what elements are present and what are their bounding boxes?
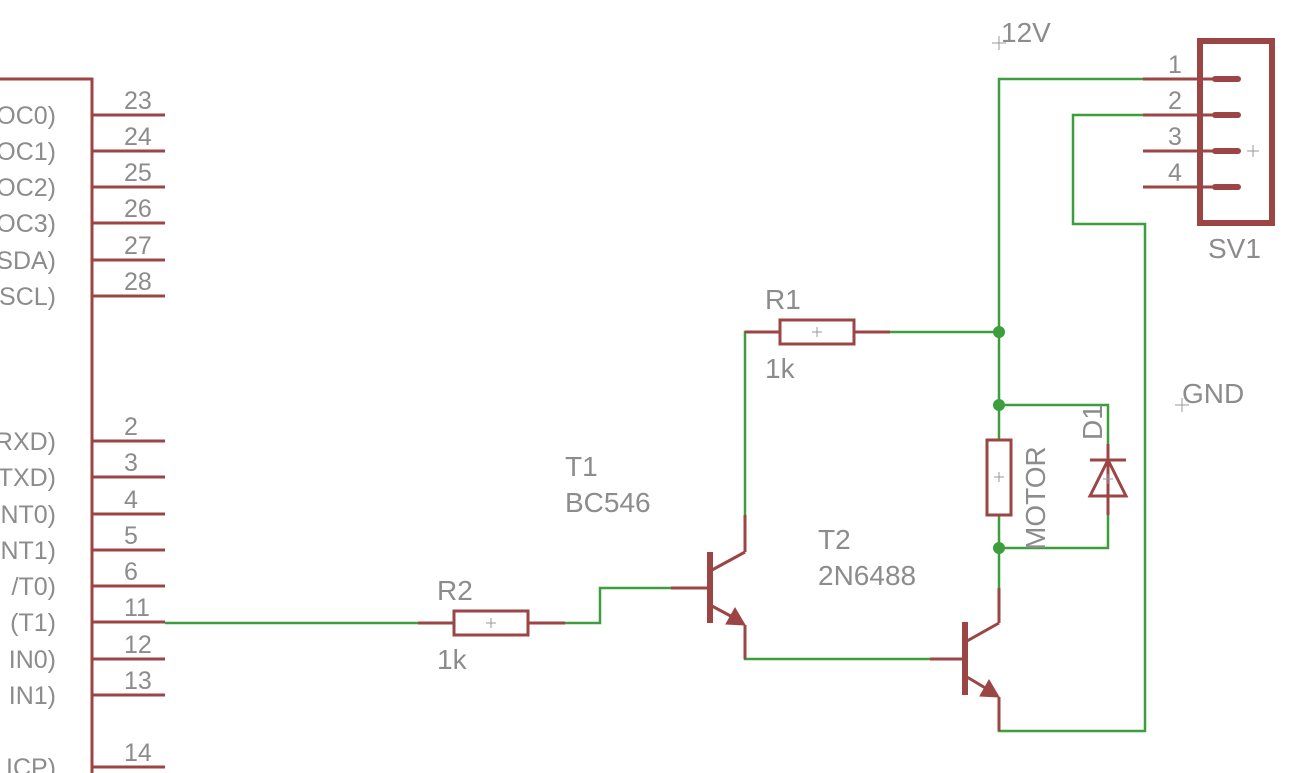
supply-gnd: GND xyxy=(1175,378,1244,412)
mcu-pin-28: 28 SCL) xyxy=(0,268,165,311)
pin-number: 2 xyxy=(1168,87,1182,115)
sv1-body xyxy=(1197,38,1275,226)
pin-number: 11 xyxy=(124,594,150,622)
wire-r2-t1-base xyxy=(565,586,671,625)
r2-label: R2 xyxy=(437,575,473,606)
motor-label: MOTOR xyxy=(1020,446,1051,550)
sv1-pin-2: 2 xyxy=(1143,87,1241,118)
mcu-pin-26: 26 OC3) xyxy=(0,195,165,238)
pin-name: IN0) xyxy=(9,646,56,674)
pin-number: 4 xyxy=(1168,159,1182,187)
mcu-pin-3: 3 TXD) xyxy=(0,449,165,492)
mcu-pin-13: 13 IN1) xyxy=(9,667,165,710)
mcu-pin-4: 4 NT0) xyxy=(0,486,165,529)
pin-name: NT1) xyxy=(0,537,56,565)
t2-emitter-arrow xyxy=(979,678,1000,698)
pin-name: /T0) xyxy=(12,573,56,601)
mcu-pin-27: 27 SDA) xyxy=(0,232,165,275)
gnd-label: GND xyxy=(1182,378,1244,409)
pin-number: 14 xyxy=(124,739,152,767)
vcc-label: 12V xyxy=(1001,17,1051,48)
wire-diode-motor-bottom xyxy=(999,515,1110,550)
pin-name: RXD) xyxy=(0,428,56,456)
mcu-pin-5: 5 NT1) xyxy=(0,522,165,565)
pin-number: 6 xyxy=(124,558,138,586)
t1-emitter-arrow xyxy=(725,606,746,626)
wire-t2-emitter-gnd xyxy=(997,113,1147,733)
mcu-pin-12: 12 IN0) xyxy=(9,631,165,674)
pin-name: OC3) xyxy=(0,210,56,238)
pin-name: OC0) xyxy=(0,102,56,130)
mcu-pin-23: 23 OC0) xyxy=(0,87,165,130)
t1-value: BC546 xyxy=(565,487,651,518)
mcu-pin-24: 24 OC1) xyxy=(0,123,165,166)
transistor-t2: T2 2N6488 xyxy=(818,524,1001,731)
junctions xyxy=(993,326,1005,554)
r1-label: R1 xyxy=(765,284,801,315)
t2-value: 2N6488 xyxy=(818,560,916,591)
sv1-label: SV1 xyxy=(1208,233,1261,264)
pin-number: 4 xyxy=(124,486,138,514)
mcu-pin-25: 25 OC2) xyxy=(0,159,165,202)
junction-dot xyxy=(993,399,1005,411)
mcu-body-outline xyxy=(0,77,94,773)
wire-motor-diode-top xyxy=(999,403,1110,444)
pin-number: 28 xyxy=(124,268,152,296)
r1-value: 1k xyxy=(765,353,796,384)
diode-d1: D1 xyxy=(1077,404,1129,515)
pin-number: 26 xyxy=(124,195,152,223)
pin-number: 3 xyxy=(124,449,138,477)
mcu-pin-2: 2 RXD) xyxy=(0,413,165,456)
pin-number: 5 xyxy=(124,522,138,550)
resistor-r2: R2 1k xyxy=(418,575,565,675)
pin-name: IN1) xyxy=(9,682,56,710)
pin-name: (T1) xyxy=(10,609,56,637)
pin-number: 2 xyxy=(124,413,138,441)
sv1-pin-3: 3 xyxy=(1143,123,1259,157)
mcu-pin-11: 11 (T1) xyxy=(10,594,165,637)
t1-label: T1 xyxy=(565,451,598,482)
pin-number: 3 xyxy=(1168,123,1182,151)
junction-dot xyxy=(993,326,1005,338)
pin-name: NT0) xyxy=(0,501,56,529)
transistor-t1: T1 BC546 xyxy=(565,451,747,659)
pin-name: SCL) xyxy=(0,283,56,311)
pin-name: ICP) xyxy=(6,754,56,773)
r2-value: 1k xyxy=(437,644,468,675)
pin-name: TXD) xyxy=(0,464,56,492)
sv1-pin-1: 1 xyxy=(1143,51,1241,82)
wire-t1-emitter-t2-base xyxy=(743,625,930,661)
microcontroller: 23 OC0) 24 OC1) 25 OC2) 26 OC3) 27 SDA) … xyxy=(0,77,165,773)
resistor-r1: R1 1k xyxy=(745,284,890,384)
pin-name: OC1) xyxy=(0,138,56,166)
pin-number: 23 xyxy=(124,87,152,115)
pin-number: 1 xyxy=(1168,51,1182,79)
supply-12v: 12V xyxy=(992,17,1051,50)
sv1-pin-4: 4 xyxy=(1143,159,1241,190)
junction-dot xyxy=(993,542,1005,554)
wire-vcc-rail xyxy=(997,77,1143,405)
pin-number: 27 xyxy=(124,232,152,260)
pin-number: 25 xyxy=(124,159,152,187)
pin-number: 12 xyxy=(124,631,152,659)
pin-name: OC2) xyxy=(0,174,56,202)
pin-name: SDA) xyxy=(0,247,56,275)
pin-number: 13 xyxy=(124,667,152,695)
motor: MOTOR xyxy=(985,438,1051,550)
d1-label: D1 xyxy=(1077,404,1108,440)
t2-label: T2 xyxy=(818,524,851,555)
mcu-pin-6: 6 /T0) xyxy=(12,558,165,601)
mcu-pin-14: 14 ICP) xyxy=(6,739,165,773)
pin-number: 24 xyxy=(124,123,152,151)
connector-sv1: 1 2 3 4 SV1 xyxy=(1143,38,1275,264)
